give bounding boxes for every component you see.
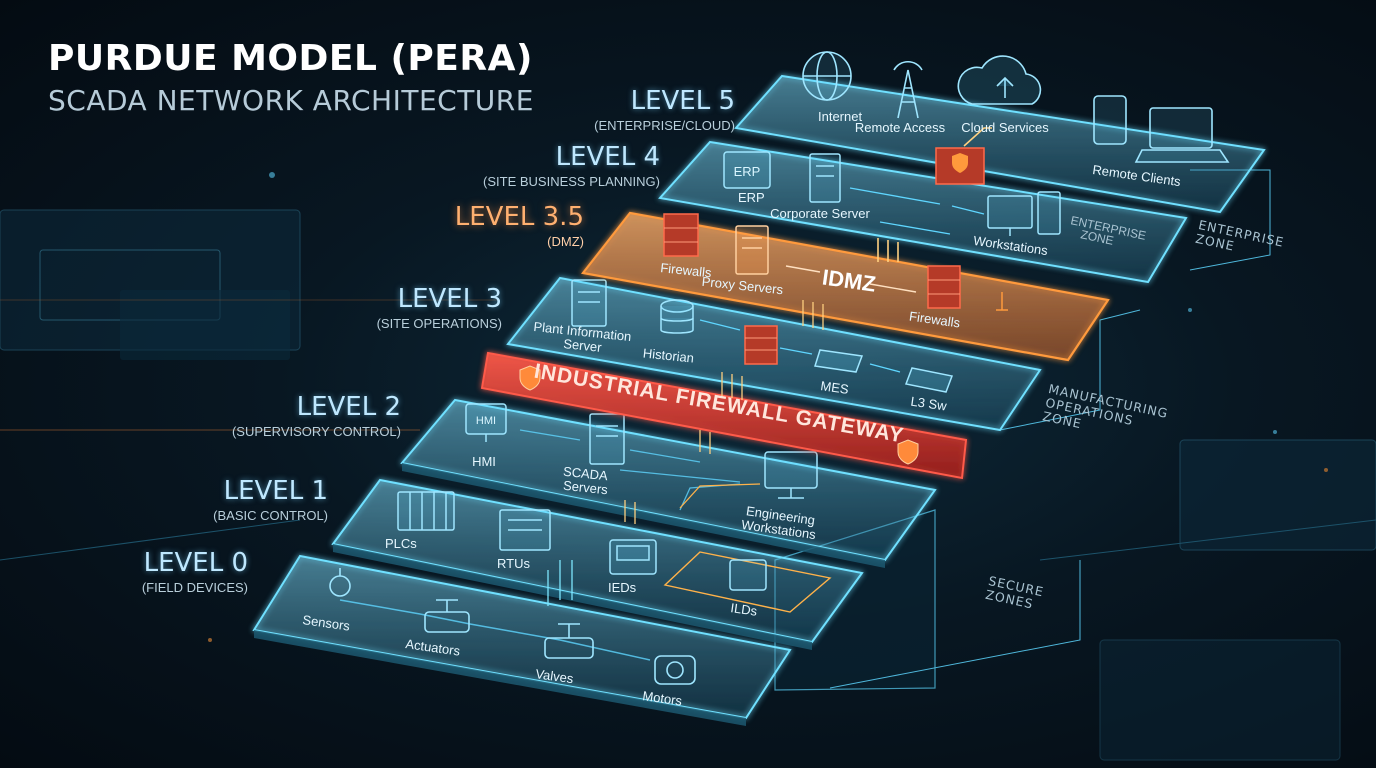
firewall-icon-l3 [744, 325, 778, 365]
level-2-plane: HMI [400, 398, 937, 568]
antenna-icon-dmz [996, 292, 1008, 311]
level-5-name: LEVEL 5 [630, 86, 735, 116]
valve-icon [544, 623, 594, 659]
label-internet: Internet [818, 109, 862, 124]
level-0-sub: (FIELD DEVICES) [141, 580, 248, 595]
level-35-label: LEVEL 3.5 (DMZ) [455, 202, 584, 249]
level-3-name: LEVEL 3 [397, 284, 502, 314]
erp-icon: ERP [723, 151, 771, 189]
level-35-sub: (DMZ) [547, 234, 584, 249]
historian-icon [660, 299, 694, 334]
data-links [624, 300, 824, 524]
page-subtitle: SCADA NETWORK ARCHITECTURE [48, 84, 534, 117]
engineering-workstation-icon [764, 451, 818, 499]
level-1-plane [331, 478, 864, 650]
level-1-label: LEVEL 1 (BASIC CONTROL) [213, 476, 328, 523]
firewall-icon-dmz-left [663, 213, 699, 257]
label-remote-access: Remote Access [855, 120, 946, 135]
corporate-server-icon [809, 153, 841, 203]
plc-icon [397, 491, 455, 531]
workstation-icon [987, 191, 1061, 236]
laptop-icon [1134, 107, 1230, 163]
label-enterprise-zone-inner-2: ZONE [1079, 227, 1115, 248]
label-rtus: RTUs [497, 556, 530, 571]
label-firewalls-right: Firewalls [908, 309, 961, 331]
label-ieds: IEDs [608, 580, 637, 595]
plant-info-server-icon [571, 279, 607, 327]
label-mes: MES [820, 378, 850, 397]
scada-server-icon [589, 413, 625, 465]
label-plant-info-2: Server [563, 336, 603, 355]
background-decor [0, 172, 1376, 761]
level-4-label: LEVEL 4 (SITE BUSINESS PLANNING) [483, 142, 660, 189]
label-erp: ERP [738, 190, 765, 205]
level-2-name: LEVEL 2 [296, 392, 401, 422]
level-4-plane: ERP [658, 140, 1188, 284]
label-scada-2: Servers [562, 478, 609, 498]
level-3-plane [506, 276, 1042, 432]
globe-icon [802, 51, 852, 101]
level-0-label: LEVEL 0 (FIELD DEVICES) [142, 548, 248, 595]
label-corporate-server: Corporate Server [770, 206, 870, 221]
level-2-sub: (SUPERVISORY CONTROL) [231, 424, 401, 439]
ied-icon [609, 539, 657, 575]
label-historian: Historian [642, 345, 695, 365]
label-motors: Motors [642, 688, 684, 708]
level-35-name: LEVEL 3.5 [454, 202, 584, 232]
level-4-sub: (SITE BUSINESS PLANNING) [483, 174, 660, 189]
sensor-icon [329, 568, 351, 597]
mes-switch-icon [814, 349, 864, 373]
level-3-label: LEVEL 3 (SITE OPERATIONS) [377, 284, 502, 331]
label-sensors: Sensors [302, 612, 352, 634]
level-0-plane [252, 554, 792, 726]
l3-switch-icon [904, 367, 954, 393]
ild-group [663, 551, 832, 613]
hmi-screen-text: HMI [476, 415, 496, 427]
erp-icon-text: ERP [734, 164, 761, 179]
firewall-shield-icon-l5 [935, 147, 985, 185]
label-hmi: HMI [472, 454, 496, 469]
page-title: PURDUE MODEL (PERA) [48, 38, 533, 79]
proxy-server-icon [735, 225, 769, 275]
label-l3-switch: L3 Sw [910, 394, 948, 414]
firewall-icon-dmz-right [927, 265, 961, 309]
level-3-sub: (SITE OPERATIONS) [376, 316, 502, 331]
tower-icon [893, 61, 923, 119]
level-0-name: LEVEL 0 [143, 548, 248, 578]
level-1-sub: (BASIC CONTROL) [213, 508, 328, 523]
level-5-plane [734, 51, 1266, 214]
rtu-icon [499, 509, 551, 551]
actuator-icon [424, 599, 470, 633]
label-ilds: ILDs [730, 600, 759, 619]
label-firewalls-left: Firewalls [660, 260, 713, 280]
hmi-icon: HMI [465, 403, 507, 442]
label-valves: Valves [535, 666, 575, 686]
label-plcs: PLCs [385, 536, 417, 551]
industrial-firewall-gateway [480, 351, 968, 480]
level-5-sub: (ENTERPRISE/CLOUD) [594, 118, 735, 133]
level-4-name: LEVEL 4 [555, 142, 660, 172]
cloud-icon [957, 55, 1042, 105]
motor-icon [654, 655, 696, 685]
level-2-label: LEVEL 2 (SUPERVISORY CONTROL) [232, 392, 401, 439]
level-1-name: LEVEL 1 [223, 476, 328, 506]
level-5-label: LEVEL 5 (ENTERPRISE/CLOUD) [594, 86, 735, 133]
label-scada-1: SCADA [562, 464, 608, 484]
tablet-icon [1093, 95, 1127, 145]
level-35-plane [581, 211, 1110, 362]
shield-icon [519, 365, 541, 391]
shield-icon-right [897, 439, 919, 465]
label-cloud-services: Cloud Services [961, 120, 1049, 135]
